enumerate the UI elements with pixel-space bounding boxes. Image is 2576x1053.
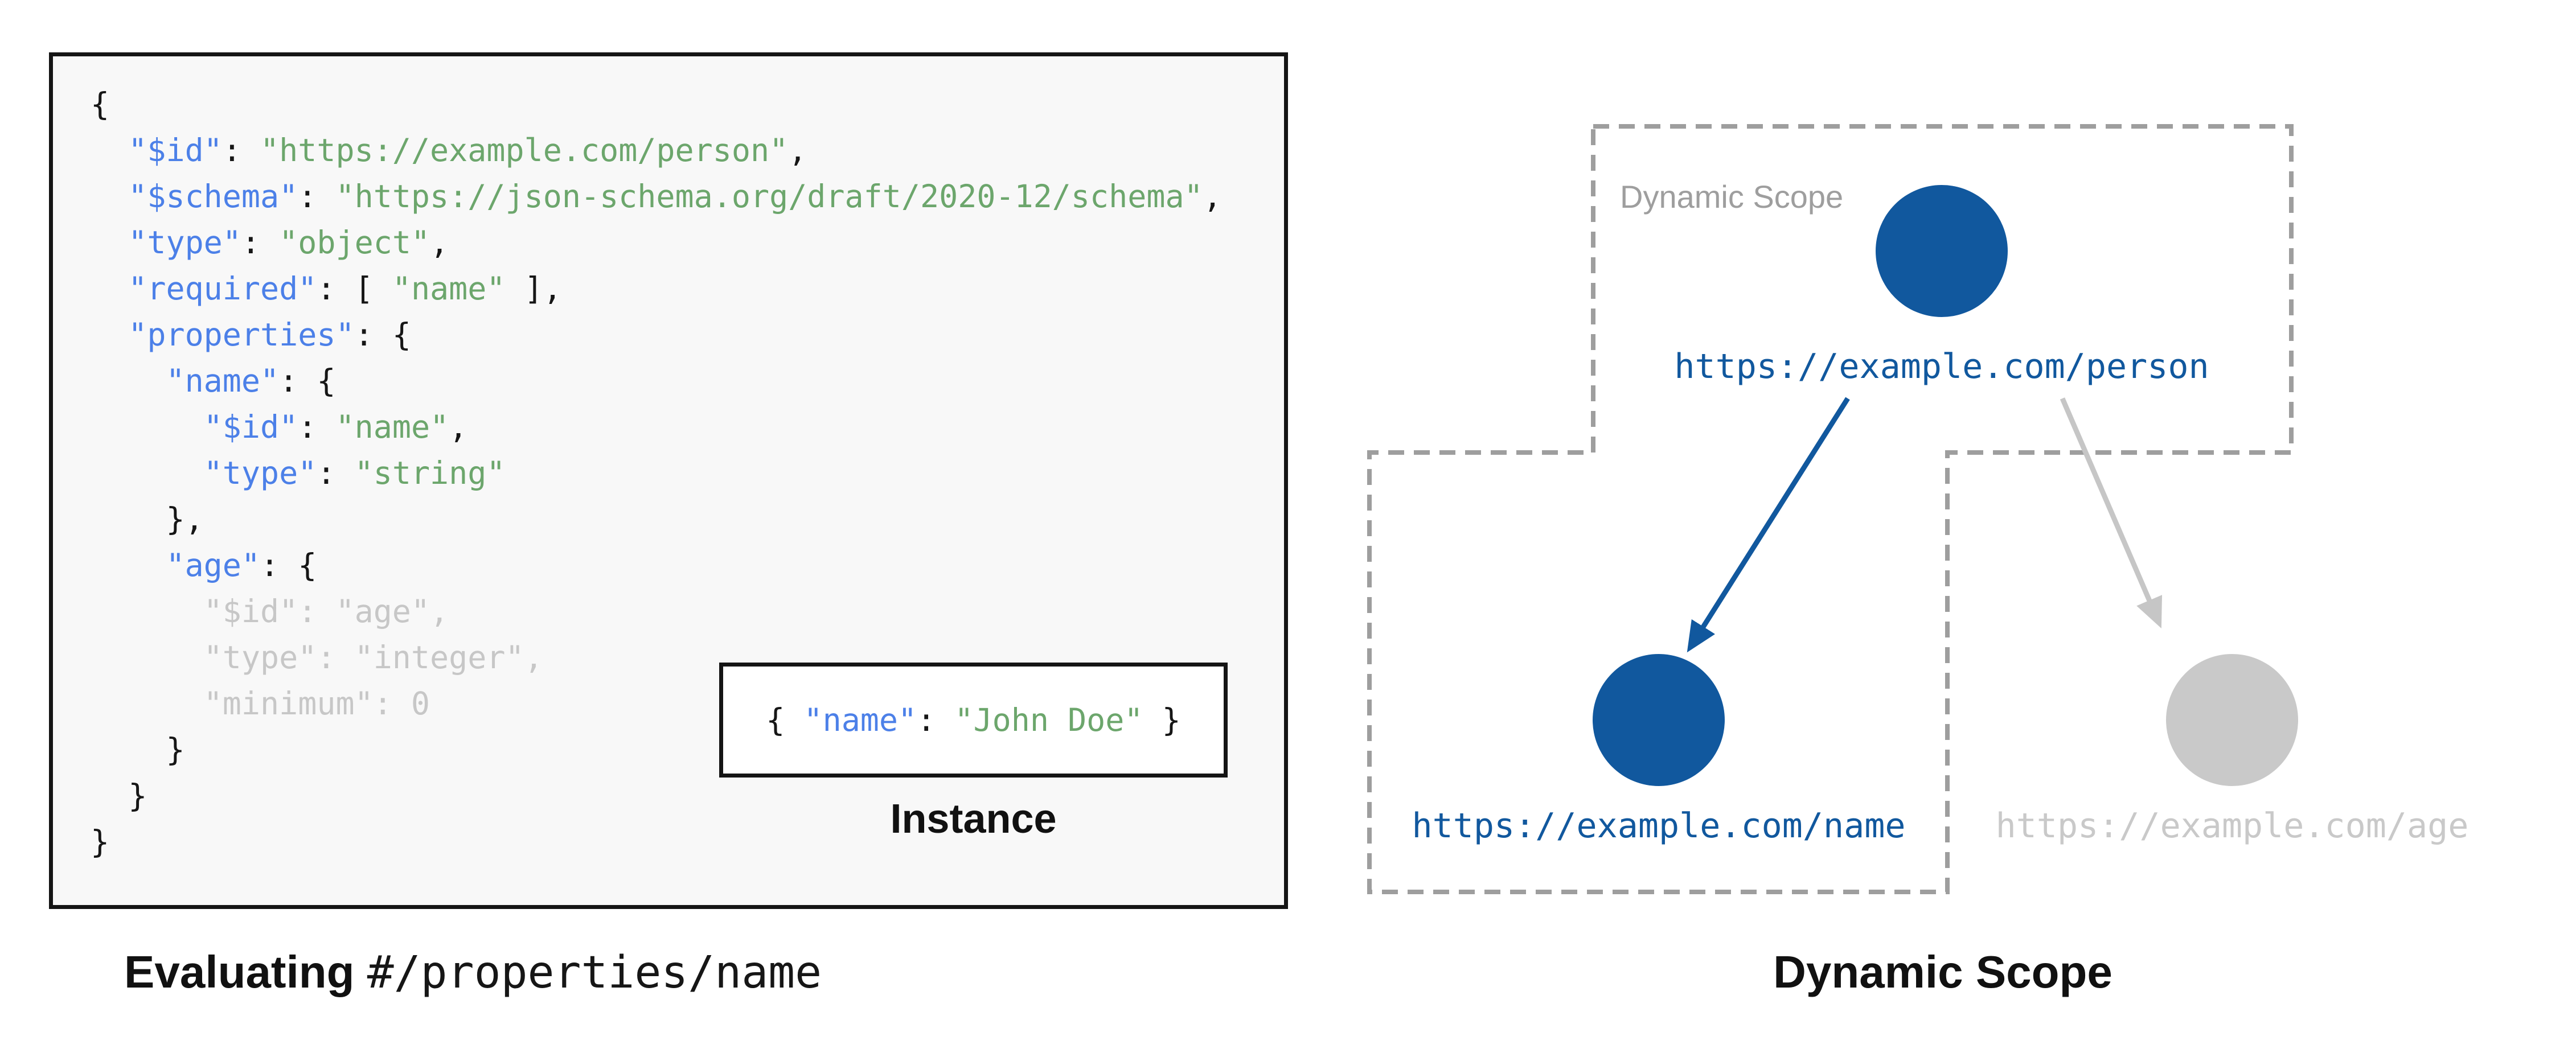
dynamic-scope-diagram: Dynamic Scope https://example.com/person… (1367, 124, 2469, 894)
dynamic-scope-inner-label: Dynamic Scope (1620, 179, 1843, 215)
evaluating-caption-pointer: #/properties/name (367, 947, 822, 998)
code-line: "$id": "name", (91, 404, 1222, 450)
code-line: "minimum": 0 (91, 681, 1222, 727)
code-token: } (91, 824, 110, 860)
code-line: } (91, 727, 1222, 773)
dynamic-scope-caption: Dynamic Scope (1773, 947, 2113, 997)
code-line: "age": { (91, 542, 1222, 589)
code-line: "required": [ "name" ], (91, 266, 1222, 312)
code-token: , (1203, 178, 1222, 215)
code-token: : { (354, 316, 411, 353)
schema-code-block: { "$id": "https://example.com/person", "… (49, 52, 1288, 909)
code-token: : [ (317, 270, 392, 307)
code-token: , (788, 132, 807, 168)
code-token: "name" (166, 363, 280, 399)
code-token: : (298, 409, 336, 445)
code-line: "$id": "https://example.com/person", (91, 127, 1222, 174)
code-token: "object" (279, 224, 430, 261)
code-line: "type": "object", (91, 220, 1222, 266)
code-token: } (91, 731, 185, 768)
code-line: { (91, 81, 1222, 127)
code-line: }, (91, 496, 1222, 542)
code-token (91, 547, 166, 583)
dynamic-scope-boundary (1367, 124, 2294, 894)
code-token (91, 363, 166, 399)
evaluating-caption-bold: Evaluating (124, 947, 367, 997)
code-token (91, 224, 128, 261)
evaluating-caption: Evaluating #/properties/name (124, 946, 822, 998)
schema-node-person (1876, 185, 2008, 317)
code-token: ], (505, 270, 562, 307)
code-token: : (241, 224, 280, 261)
code-line: "properties": { (91, 312, 1222, 358)
code-token: "John Doe" (954, 702, 1143, 738)
code-token (91, 316, 128, 353)
instance-code: { "name": "John Doe" } (766, 702, 1181, 738)
code-token: "required" (128, 270, 317, 307)
code-line: "type": "string" (91, 450, 1222, 496)
code-token: }, (91, 501, 204, 537)
node-url-age: https://example.com/age (1996, 806, 2469, 846)
code-token: : (317, 455, 355, 491)
code-token: "name" (803, 702, 917, 738)
edge-person-to-name-arrow (1687, 397, 1850, 653)
code-token: , (449, 409, 468, 445)
code-token (91, 455, 204, 491)
code-line: "$id": "age", (91, 589, 1222, 635)
code-token: "$id": "age", (91, 593, 449, 630)
code-line: } (91, 773, 1222, 819)
schema-node-age (2166, 654, 2298, 786)
code-token: { (91, 86, 110, 122)
code-token: "https://json-schema.org/draft/2020-12/s… (335, 178, 1203, 215)
code-token: "type" (128, 224, 241, 261)
code-token: "string" (354, 455, 506, 491)
node-url-person: https://example.com/person (1674, 347, 2209, 386)
code-token: , (430, 224, 449, 261)
code-token: } (91, 778, 147, 814)
code-token: : (222, 132, 261, 168)
code-token: "https://example.com/person" (260, 132, 789, 168)
instance-label: Instance (890, 796, 1057, 842)
code-token: "$id" (203, 409, 298, 445)
code-token: "age" (166, 547, 261, 583)
code-token: : { (260, 547, 317, 583)
code-token: "name" (335, 409, 449, 445)
code-line: "type": "integer", (91, 635, 1222, 681)
code-token: : { (279, 363, 336, 399)
edge-person-to-age-arrow (2060, 397, 2163, 628)
code-token: { (766, 702, 804, 738)
code-line: "$schema": "https://json-schema.org/draf… (91, 174, 1222, 220)
code-token: "properties" (128, 316, 355, 353)
code-token: "type" (203, 455, 317, 491)
code-token: } (1143, 702, 1181, 738)
code-token: "minimum": 0 (91, 685, 430, 722)
schema-code: { "$id": "https://example.com/person", "… (91, 81, 1222, 865)
code-line: "name": { (91, 358, 1222, 404)
instance-box: { "name": "John Doe" } (719, 663, 1228, 778)
code-token (91, 270, 128, 307)
code-token: "$id" (128, 132, 223, 168)
code-token: "type": "integer", (91, 639, 543, 676)
code-token: "name" (392, 270, 506, 307)
code-token: : (298, 178, 336, 215)
code-token: : (917, 702, 955, 738)
code-token: "$schema" (128, 178, 298, 215)
code-token (91, 132, 128, 168)
code-token (91, 178, 128, 215)
schema-node-name (1593, 654, 1725, 786)
node-url-name: https://example.com/name (1412, 806, 1906, 846)
code-token (91, 409, 204, 445)
code-line: } (91, 819, 1222, 865)
